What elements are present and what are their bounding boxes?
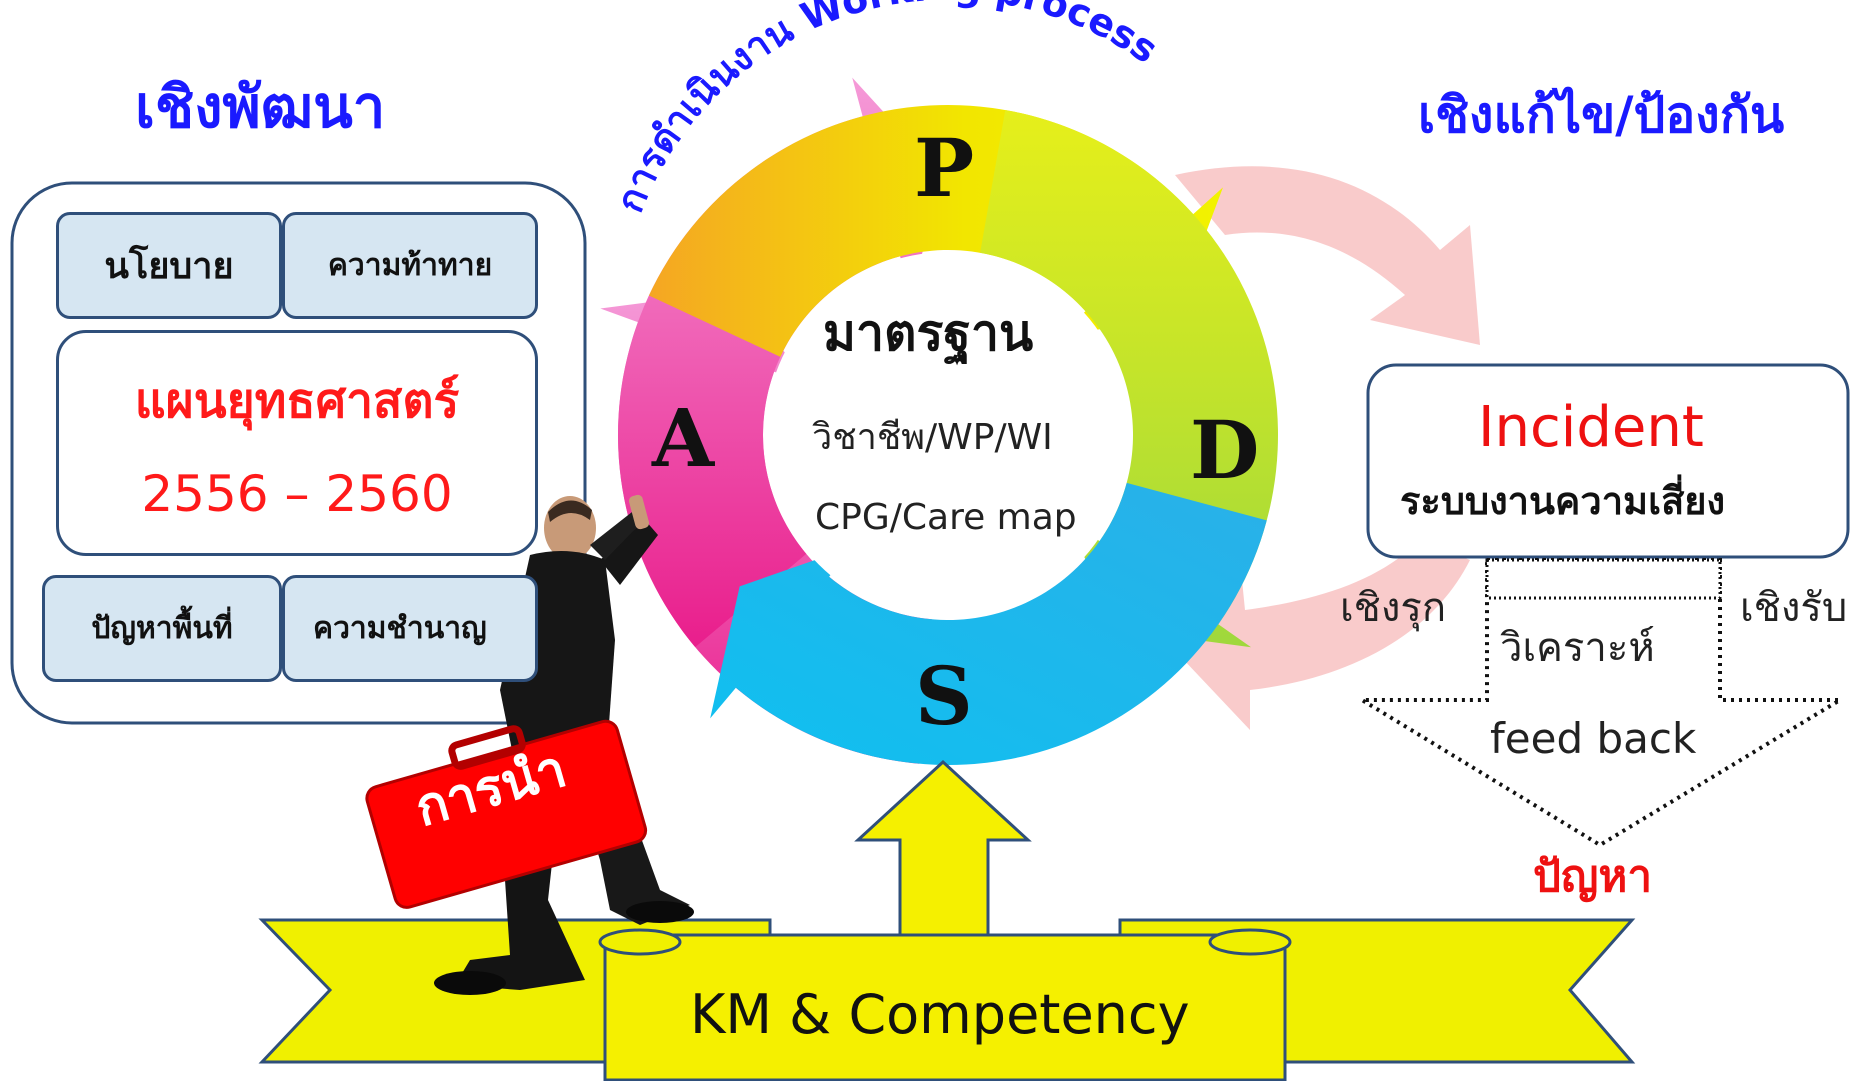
arc-s-blue — [710, 482, 1267, 765]
problem-label: ปัญหา — [1533, 851, 1653, 902]
feedback-label: feed back — [1490, 714, 1697, 763]
policy-box: นโยบาย — [56, 212, 282, 319]
expertise-label: ความชำนาญ — [313, 611, 487, 646]
strategy-box: แผนยุทธศาสตร์ 2556 – 2560 — [56, 330, 538, 556]
letter-d: D — [1190, 403, 1260, 497]
letter-p: P — [914, 121, 975, 215]
incident-subtitle: ระบบงานความเสี่ยง — [1400, 479, 1726, 523]
standard-title: มาตรฐาน — [823, 304, 1034, 362]
ring-center — [765, 252, 1131, 618]
incident-box — [1366, 363, 1850, 559]
area-problems-label: ปัญหาพื้นที่ — [91, 611, 233, 646]
letter-a: A — [652, 391, 715, 485]
up-arrow — [854, 759, 1032, 937]
incident-title: Incident — [1478, 395, 1704, 460]
challenge-label: ความท้าทาย — [327, 248, 493, 283]
banner-right-curl — [1208, 928, 1292, 956]
strategy-title: แผนยุทธศาสตร์ — [134, 373, 460, 429]
standard-line-2: CPG/Care map — [815, 497, 1077, 538]
area-problems-box: ปัญหาพื้นที่ — [42, 575, 282, 682]
banner-left-curl — [598, 928, 682, 956]
development-title: เชิงพัฒนา — [135, 73, 386, 141]
banner-label: KM & Competency — [690, 983, 1190, 1046]
policy-label: นโยบาย — [104, 246, 234, 287]
letter-s: S — [915, 649, 973, 743]
challenge-box: ความท้าทาย — [282, 212, 538, 319]
leadership-briefcase — [365, 719, 648, 909]
feedback-arrow-hatch — [1485, 558, 1722, 600]
strategy-years: 2556 – 2560 — [141, 465, 453, 523]
proactive-label: เชิงรุก — [1340, 585, 1447, 631]
expertise-box: ความชำนาญ — [282, 575, 538, 682]
pink-arrow-to-incident — [1175, 166, 1480, 345]
corrective-preventive-title: เชิงแก้ไข/ป้องกัน — [1418, 86, 1785, 144]
pdsa-ring — [600, 77, 1278, 765]
analyze-label: วิเคราะห์ — [1500, 625, 1655, 671]
reactive-label: เชิงรับ — [1740, 585, 1848, 631]
standard-line-1: วิชาชีพ/WP/WI — [812, 417, 1053, 458]
pink-arrow-to-cycle — [1165, 540, 1470, 730]
